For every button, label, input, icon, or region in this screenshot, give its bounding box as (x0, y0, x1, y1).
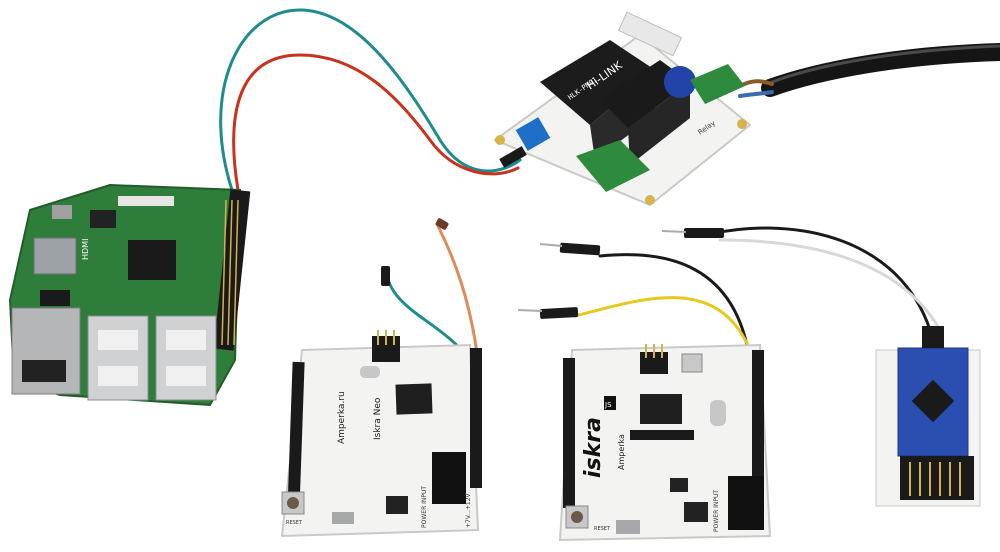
js-crystal (710, 400, 726, 426)
orange-wire-neo (436, 224, 480, 362)
mains-cable (761, 43, 1000, 97)
jumper-connectors (381, 218, 724, 319)
neo-header-right (470, 348, 482, 488)
js-brand: Amperka (617, 434, 626, 470)
rpi-soc (128, 240, 176, 280)
js-dc-jack (728, 476, 764, 530)
terminal-block-load (576, 140, 650, 192)
gpio-pins (221, 199, 239, 346)
jumper-pin-js-yellow (539, 307, 579, 319)
neo-site-label: Amperka.ru (337, 391, 347, 444)
js-badge-box (604, 396, 616, 410)
red-wire-rpi-relay (232, 53, 520, 192)
js-header-right (752, 350, 764, 490)
js-small-chip (670, 478, 688, 492)
jumper-pin-promini (684, 228, 724, 238)
power-supply-block (540, 40, 655, 125)
terminal-block-mains (690, 64, 745, 104)
neo-crystal (360, 366, 380, 378)
jumper-pin-js-black (559, 242, 601, 256)
rpi-chip-small (90, 210, 116, 228)
js-reset-label: RESET (594, 526, 611, 532)
neo-power-label: POWER INPUT (421, 486, 428, 528)
neo-header-left (287, 361, 305, 513)
neo-regulator (386, 496, 408, 514)
pro-mini-header-top (922, 326, 944, 348)
blue-terminal (515, 117, 551, 151)
neo-dc-jack (432, 452, 466, 504)
fuse-holder (617, 11, 683, 57)
js-pin-row (630, 430, 694, 440)
js-badge: JS (604, 401, 612, 409)
pro-mini-header-bottom (900, 456, 974, 500)
neo-voltage-label: +7V...+12V (465, 492, 472, 528)
black-wire-js (598, 253, 750, 352)
relay-module: Hi-LINK HLK-PM01 Relay (492, 11, 752, 207)
relay-header (499, 146, 527, 168)
rpi-hdmi-label: HDMI (81, 239, 90, 260)
varistor (664, 66, 696, 98)
iskra-js-board: iskra JS Amperka POWER INPUT RESET (558, 343, 772, 542)
rpi-camera-connector (118, 196, 174, 206)
yellow-wire-js (573, 296, 754, 357)
pro-mini-board (875, 326, 981, 507)
js-header-left (563, 358, 575, 508)
neo-mcu (395, 383, 433, 415)
rpi-audio-jack (40, 290, 70, 306)
jumper-pin-neo-orange (435, 218, 449, 230)
rpi-hdmi-port (33, 237, 77, 275)
neo-name-label: Iskra Neo (373, 397, 383, 440)
raspberry-pi: HDMI (8, 183, 251, 407)
js-reset-tactile (681, 353, 703, 373)
rpi-usb-port-1 (87, 315, 149, 401)
js-logo: iskra (581, 417, 606, 478)
js-mcu (640, 394, 682, 424)
neo-reset-label: RESET (286, 520, 303, 526)
jumper-pin-neo-teal (381, 266, 390, 286)
js-micro-usb (616, 520, 640, 534)
rpi-micro-usb (52, 205, 72, 219)
rpi-usb-port-2 (155, 315, 217, 401)
mains-blue-wire (738, 90, 774, 98)
mains-cable-highlight (770, 44, 1000, 84)
wires (219, 8, 1000, 362)
iskra-neo-board: Amperka.ru Iskra Neo POWER INPUT +7V...+… (280, 330, 482, 538)
js-power-label: POWER INPUT (713, 490, 720, 532)
teal-wire-rpi-relay (219, 8, 522, 192)
js-regulator (684, 502, 708, 522)
white-wire-promini (718, 238, 942, 332)
neo-micro-usb (332, 512, 354, 524)
